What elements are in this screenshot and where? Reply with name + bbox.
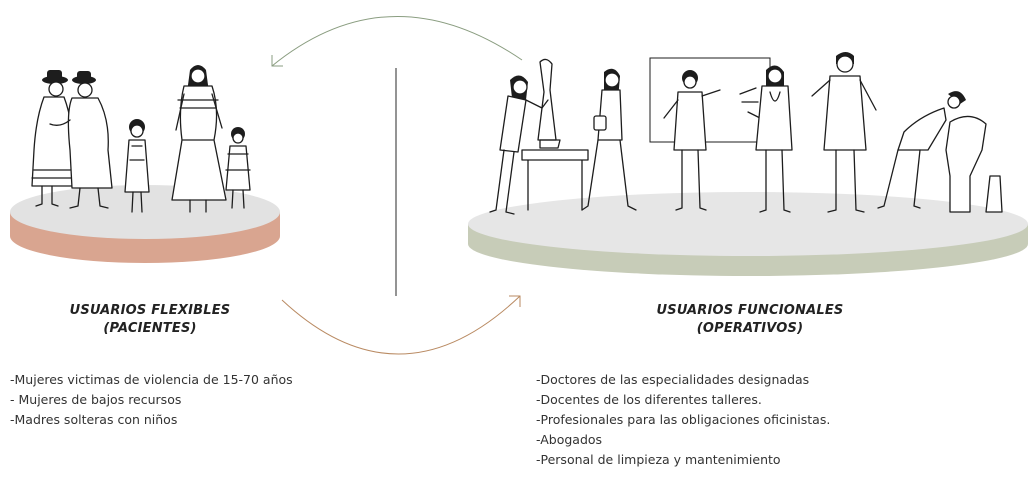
student-figure [581,68,637,211]
functional-users-title-line2: (OPERATIVOS) [696,321,804,336]
cycle-arrow-top [271,16,523,67]
list-item: - Mujeres de bajos recursos [10,392,182,407]
sculptor-figure [489,58,589,215]
girl-figure [124,119,150,213]
functional-users-list: -Doctores de las especialidades designad… [536,370,830,470]
flexible-users-title-line1: USUARIOS FLEXIBLES [69,303,231,318]
left-platform [10,185,280,263]
cleaner-figure [877,91,1003,213]
operatives-illustration [489,52,1003,215]
couple-figures [31,70,113,209]
list-item: -Profesionales para las obligaciones ofi… [536,412,831,427]
lecturer-figure [649,57,771,211]
patients-illustration [31,65,251,213]
list-item: -Personal de limpieza y mantenimiento [536,452,781,467]
functional-users-title-line1: USUARIOS FUNCIONALES [656,303,844,318]
right-platform [468,192,1028,276]
functional-users-title: USUARIOS FUNCIONALES (OPERATIVOS) [640,302,860,338]
doctor-woman-figure [755,65,793,213]
child-figure [225,127,251,209]
doctor-man-figure [811,52,877,213]
list-item: -Abogados [536,432,603,447]
flexible-users-list: -Mujeres victimas de violencia de 15-70 … [10,370,293,430]
list-item: -Madres solteras con niños [10,412,178,427]
flexible-users-title: USUARIOS FLEXIBLES (PACIENTES) [60,302,240,338]
list-item: -Doctores de las especialidades designad… [536,372,810,387]
mother-figure [171,65,227,213]
cycle-arrow-bottom [281,295,521,355]
list-item: -Docentes de los diferentes talleres. [536,392,762,407]
list-item: -Mujeres victimas de violencia de 15-70 … [10,372,293,387]
flexible-users-title-line2: (PACIENTES) [103,321,197,336]
